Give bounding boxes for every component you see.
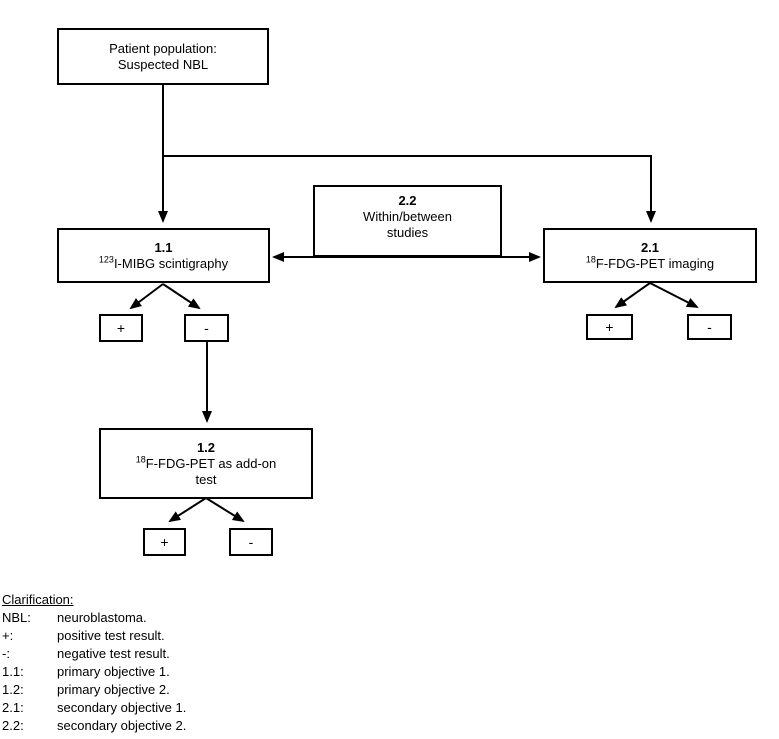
box-within-between-studies: 2.2 Within/between studies: [313, 185, 502, 257]
box-2-2-line1: Within/between: [363, 209, 452, 224]
box-fdg-pet-addon-test: 1.2 18F-FDG-PET as add-on test: [99, 428, 313, 499]
minus-sign: -: [707, 319, 712, 335]
box-patient-population: Patient population: Suspected NBL: [57, 28, 269, 85]
plus-sign: +: [605, 319, 614, 335]
box-2-2-id: 2.2: [398, 193, 417, 208]
clarification-row-1-2: 1.2: primary objective 2.: [2, 681, 186, 699]
clarification-term: -:: [2, 646, 10, 661]
clarification-term: 2.2:: [2, 718, 24, 733]
clarification-row-2-2: 2.2: secondary objective 2.: [2, 717, 186, 735]
clarification-title: Clarification:: [2, 592, 74, 607]
minus-sign: -: [204, 320, 209, 336]
result-positive-box-addon: +: [143, 528, 186, 556]
box-2-1-isotope: 18: [585, 254, 596, 265]
clarification-term: 2.1:: [2, 700, 24, 715]
box-1-1-isotope: 123: [98, 254, 114, 265]
box-mibg-scintigraphy: 1.1 123I-MIBG scintigraphy: [57, 228, 270, 283]
result-negative-box-mibg: -: [184, 314, 229, 342]
plus-sign: +: [116, 320, 126, 336]
patient-population-line2: Suspected NBL: [117, 56, 209, 72]
box-2-1-id: 2.1: [640, 239, 660, 255]
clarification-row-negative: -: negative test result.: [2, 645, 186, 663]
clarification-term: +:: [2, 628, 14, 643]
clarification-definition: negative test result.: [57, 646, 170, 661]
box-fdg-pet-imaging: 2.1 18F-FDG-PET imaging: [543, 228, 757, 283]
box-1-2-line2: test: [195, 471, 217, 487]
clarification-term: 1.1:: [2, 664, 24, 679]
box-1-2-isotope: 18: [135, 454, 146, 465]
clarification-row-positive: +: positive test result.: [2, 627, 186, 645]
clarification-legend: Clarification: NBL: neuroblastoma. +: po…: [2, 591, 186, 735]
box-1-1-id: 1.1: [154, 239, 173, 255]
clarification-definition: primary objective 1.: [57, 664, 170, 679]
result-negative-box-fdg: -: [687, 314, 732, 340]
box-1-2-id: 1.2: [196, 439, 216, 455]
result-positive-box-mibg: +: [99, 314, 143, 342]
result-negative-box-addon: -: [229, 528, 273, 556]
clarification-definition: primary objective 2.: [57, 682, 170, 697]
box-2-1-label: 18F-FDG-PET imaging: [585, 254, 715, 271]
result-positive-box-fdg: +: [586, 314, 633, 340]
clarification-definition: secondary objective 2.: [57, 718, 187, 733]
clarification-row-nbl: NBL: neuroblastoma.: [2, 609, 186, 627]
clarification-row-1-1: 1.1: primary objective 1.: [2, 663, 186, 681]
plus-sign: +: [160, 534, 169, 550]
box-1-1-label: 123I-MIBG scintigraphy: [98, 254, 229, 271]
patient-population-line1: Patient population:: [109, 40, 217, 56]
clarification-term: 1.2:: [2, 682, 24, 697]
box-1-2-line1: 18F-FDG-PET as add-on: [135, 454, 277, 471]
clarification-term: NBL:: [2, 610, 31, 625]
clarification-row-2-1: 2.1: secondary objective 1.: [2, 699, 186, 717]
clarification-definition: secondary objective 1.: [57, 700, 187, 715]
box-2-2-line2: studies: [386, 225, 429, 240]
clarification-definition: positive test result.: [57, 628, 165, 643]
minus-sign: -: [248, 534, 254, 550]
clarification-definition: neuroblastoma.: [57, 610, 147, 625]
